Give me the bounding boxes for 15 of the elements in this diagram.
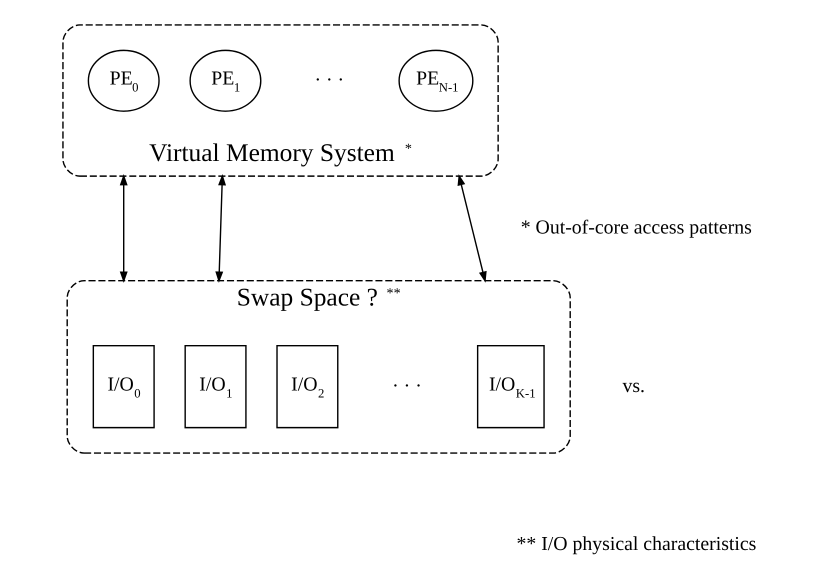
label: * Out-of-core access patterns [520, 216, 752, 239]
node-box: I/O$_{2}$ [276, 344, 338, 428]
label: · · · [314, 68, 344, 91]
node-box: I/O$_{K-1}$ [476, 344, 544, 428]
arrow [119, 174, 128, 283]
node-box: I/O$_{1}$ [184, 344, 246, 428]
label: vs. [622, 374, 644, 397]
node-ellipse: PE$_{0}$ [87, 50, 160, 112]
arrow [214, 174, 226, 283]
label: · · · [392, 374, 422, 397]
node-ellipse: PE$_{1}$ [188, 50, 261, 112]
node-ellipse: PE$_{N-1}$ [398, 50, 474, 112]
label: ** I/O physical characteristics [516, 533, 756, 556]
arrow [457, 174, 486, 283]
node-box: I/O$_{0}$ [92, 344, 154, 428]
